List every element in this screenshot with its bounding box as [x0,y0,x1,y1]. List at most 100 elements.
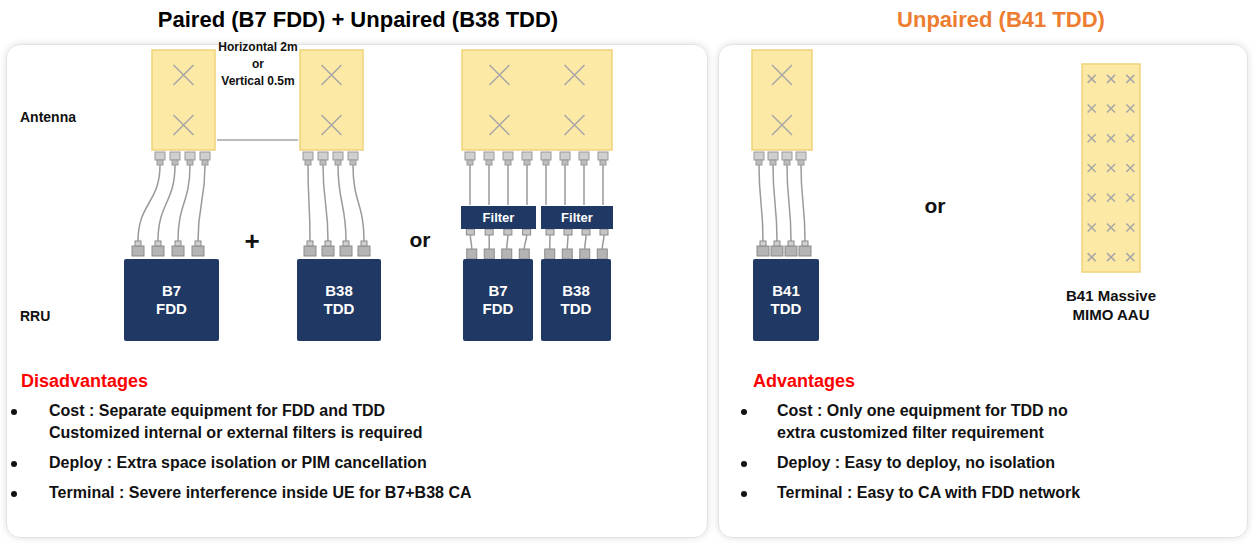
antenna-port [598,152,608,160]
feeder-cable [308,165,310,241]
annotation-label: or [925,194,946,218]
feeder-cable [488,165,490,205]
feeder-cable [338,165,346,241]
antenna-port [505,160,511,165]
antenna-element [772,65,792,85]
section-heading: Advantages [753,371,855,392]
antenna-port [768,152,778,160]
antenna-element [322,65,342,85]
annotation-label: or [252,57,264,71]
bullet-dot [11,461,17,467]
bullet-text: Customized internal or external filters … [49,424,422,442]
feeder-cable [524,235,526,249]
antenna-element [1107,223,1115,231]
antenna-port [782,152,792,160]
antenna-port [335,160,341,165]
rru-port [358,246,370,256]
feeder-cable [549,235,551,249]
annotation-label: or [410,228,431,252]
rru-port [361,241,367,246]
antenna-element [1088,134,1096,142]
antenna-element [174,65,194,85]
antenna-port [172,160,178,165]
feeder-cable [158,165,175,241]
rru-port [155,241,161,246]
annotation-label: RRU [20,308,50,324]
antenna-port [320,160,326,165]
bullet-text: Cost : Separate equipment for FDD and TD… [49,402,385,420]
antenna-port [200,152,210,160]
box-label: B38 TDD [561,282,592,318]
antenna-element [1107,105,1115,113]
antenna-port [333,152,343,160]
feeder-cable [469,165,471,205]
antenna-port [486,160,492,165]
feeder-cable [801,165,805,241]
connector-cable [545,229,608,259]
antenna-element [490,65,510,85]
feeder-cable [787,165,791,241]
feeder-cable [470,235,471,249]
rru-port [799,246,811,256]
antenna-port [157,160,163,165]
feeder-cable [602,235,604,249]
antenna-element [1088,164,1096,172]
filter-box: Filter [461,206,536,229]
rru-box: B38 TDD [297,259,381,341]
bullet-dot [11,409,17,415]
filter-port [546,229,554,235]
antenna-port [560,152,570,160]
antenna-port [524,160,530,165]
annotation-label: Antenna [20,109,76,125]
antenna-element [1088,105,1096,113]
antenna-element [1126,223,1134,231]
bullet-text: Cost : Only one equipment for TDD no [777,402,1068,420]
antenna-element [1107,75,1115,83]
antenna-element [1088,75,1096,83]
antenna-port [600,160,606,165]
rru-port [132,246,144,256]
antenna-element [1107,253,1115,261]
rru-port [597,249,607,259]
feeder-cable [526,165,528,205]
antenna-port [155,152,165,160]
antenna-element [1126,194,1134,202]
feeder-cable [585,235,586,249]
feeder-cable [545,165,547,205]
antenna-panel [152,50,215,150]
rru-port [325,241,331,246]
section-heading: Disadvantages [21,371,148,392]
annotation-label: Vertical 0.5m [221,74,294,88]
feeder-cable [323,165,328,241]
antenna-port [522,152,532,160]
antenna-element [174,115,194,135]
rru-port [340,246,352,256]
feeder-cable [564,165,566,205]
bullet-text: Terminal : Easy to CA with FDD network [777,484,1080,502]
antenna-panel [1082,64,1140,272]
feeder-cable [567,235,569,249]
connector-cable [466,229,530,259]
rru-port [172,246,184,256]
bullet-text: extra customized filter requirement [777,424,1044,442]
antenna-port [503,152,513,160]
filter-port [466,229,474,235]
feeder-cable [138,165,160,241]
rru-box: B7 FDD [124,259,219,341]
antenna-port [784,160,790,165]
antenna-caption: B41 Massive MIMO AAU [1051,287,1171,325]
bullet-dot [741,461,747,467]
antenna-element [1107,134,1115,142]
bullet-text: Deploy : Easy to deploy, no isolation [777,454,1055,472]
antenna-panel [300,50,363,150]
antenna-port [348,152,358,160]
antenna-port [170,152,180,160]
rru-port [135,241,141,246]
antenna-element [565,65,585,85]
antenna-port [579,152,589,160]
filter-port [523,229,531,235]
antenna-port [305,160,311,165]
rru-port [788,241,794,246]
rru-port [774,241,780,246]
